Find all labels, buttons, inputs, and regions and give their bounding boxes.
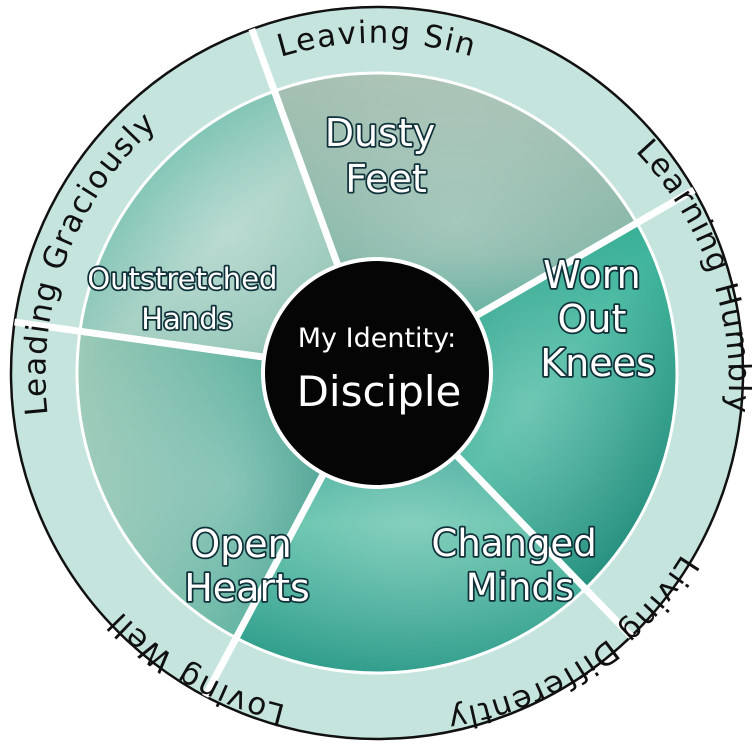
segment-divider: [14, 318, 269, 362]
segment-label-changed-minds: Changed Minds: [432, 522, 609, 609]
center-hub: My Identity: Disciple: [261, 257, 493, 489]
segment-label-worn-out-knees-line2: Out: [558, 297, 627, 341]
segment-label-open-hearts-line2: Hearts: [184, 566, 310, 610]
segment-label-changed-minds-line1: Changed: [432, 522, 597, 565]
segment-label-open-hearts: Open Hearts: [184, 522, 310, 610]
center-hub-line1: My Identity:: [298, 323, 456, 354]
segment-label-dusty-feet-line2: Feet: [345, 157, 426, 201]
segment-label-outstretched-hands-line1: Outstretched: [87, 262, 277, 296]
segment-divider: [248, 27, 343, 271]
segment-glow-changed-minds: [236, 373, 586, 673]
segment-label-changed-minds-line2: Minds: [466, 566, 574, 609]
segment-label-outstretched-hands: Outstretched Hands: [87, 262, 286, 336]
inner-ring-border: [75, 71, 679, 675]
center-hub-line2: Disciple: [297, 367, 462, 416]
segment-divider: [450, 449, 634, 639]
segment-label-open-hearts-line1: Open: [190, 522, 292, 566]
dividers-layer: [14, 27, 696, 698]
segment-glow-worn-out-knees: [377, 223, 678, 589]
segment-labels-layer: Dusty Feet Worn Out Knees Changed Minds …: [86, 109, 658, 612]
segment-divider: [202, 468, 329, 698]
segment-label-dusty-feet: Dusty Feet: [325, 111, 448, 201]
segment-divider: [470, 186, 696, 322]
center-hub-circle: [261, 257, 493, 489]
segment-label-outstretched-hands-line2: Hands: [141, 302, 232, 336]
segment-label-worn-out-knees-line1: Worn: [543, 253, 641, 297]
segment-label-dusty-feet-line1: Dusty: [325, 111, 436, 155]
segment-label-worn-out-knees: Worn Out Knees: [540, 253, 656, 385]
segment-label-worn-out-knees-line3: Knees: [540, 341, 656, 385]
